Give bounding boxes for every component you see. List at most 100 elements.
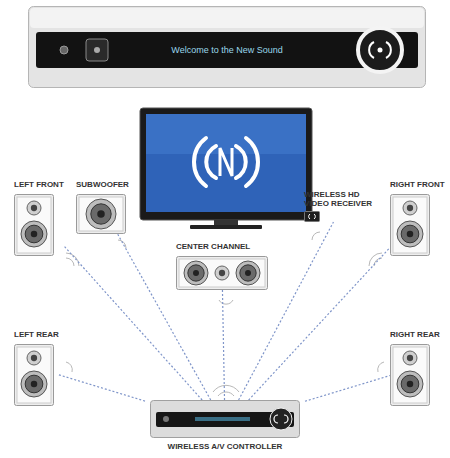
dust-cap xyxy=(407,231,414,238)
wave-arc xyxy=(369,253,382,266)
wave-arc xyxy=(219,300,233,304)
wave-arc xyxy=(213,385,239,392)
node-label: WIRELESS A/V CONTROLLER xyxy=(145,442,305,451)
wireless-link xyxy=(59,375,145,401)
speaker-illustration xyxy=(76,194,126,234)
dust-cap xyxy=(193,270,199,276)
device-top xyxy=(30,8,424,28)
grille xyxy=(17,347,51,403)
power-ring xyxy=(358,28,402,72)
power-ring xyxy=(270,408,292,430)
cabinet xyxy=(177,257,268,290)
wireless-link xyxy=(305,376,390,402)
tv-neck xyxy=(214,220,238,225)
tweeter xyxy=(403,201,417,215)
speaker-illustration xyxy=(14,344,54,406)
tweeter-dome xyxy=(219,270,225,276)
tv-screen xyxy=(146,114,306,212)
grille xyxy=(393,197,427,253)
node-label: LEFT FRONT xyxy=(14,180,64,189)
tv-base xyxy=(190,225,262,229)
button xyxy=(163,416,169,422)
cabinet xyxy=(391,195,430,256)
grille xyxy=(393,347,427,403)
device-body xyxy=(29,7,426,88)
cabinet xyxy=(15,195,54,256)
tweeter-dome xyxy=(31,355,37,361)
woofer-cone xyxy=(25,225,43,243)
speaker-illustration xyxy=(14,194,54,256)
woofer-cone xyxy=(401,375,419,393)
nav-center xyxy=(94,47,100,53)
wave-arc xyxy=(374,258,382,266)
node-label: CENTER CHANNEL xyxy=(176,242,268,251)
woofer xyxy=(21,371,47,397)
woofer xyxy=(236,261,260,285)
display-panel: Welcome to the New Sound xyxy=(28,6,426,88)
speaker-illustration xyxy=(390,344,430,406)
grille xyxy=(17,197,51,253)
logo-arc xyxy=(246,138,258,186)
logo-arc xyxy=(194,138,206,186)
ring-icon xyxy=(274,415,288,423)
woofer xyxy=(397,371,423,397)
tweeter-dome xyxy=(407,205,413,211)
wave-arc xyxy=(66,362,72,372)
wave-marks xyxy=(66,232,384,396)
woofer xyxy=(184,261,208,285)
node-label: LEFT REAR xyxy=(14,330,59,339)
tv-frame xyxy=(140,108,312,220)
grille xyxy=(79,197,123,231)
ring-icon xyxy=(369,42,391,58)
node-label: Welcome to the New Sound xyxy=(28,45,426,55)
speaker-illustration xyxy=(304,211,320,222)
woofer-cone xyxy=(91,204,111,224)
speaker-box: LEFT REAR xyxy=(14,330,59,406)
receiver-box: WIRELESS HD VIDEO RECEIVER xyxy=(304,190,380,222)
node-label: RIGHT FRONT xyxy=(390,180,445,189)
dust-cap xyxy=(407,381,414,388)
dust-cap xyxy=(31,231,38,238)
receiver-body xyxy=(305,212,320,222)
speaker-box: RIGHT FRONT xyxy=(390,180,445,256)
screen-glow xyxy=(146,114,306,154)
speaker-box: CENTER CHANNEL xyxy=(176,242,268,290)
wireless-link xyxy=(222,290,224,400)
woofer xyxy=(86,199,116,229)
speaker-box: LEFT FRONT xyxy=(14,180,64,256)
woofer xyxy=(397,221,423,247)
woofer-cone xyxy=(240,265,256,281)
wave-arc xyxy=(218,392,234,396)
dust-cap xyxy=(97,210,105,218)
tweeter-dome xyxy=(407,355,413,361)
dust-cap xyxy=(31,381,38,388)
tweeter xyxy=(27,201,41,215)
speaker-illustration xyxy=(390,194,430,256)
subwoofer-box: SUBWOOFER xyxy=(76,180,129,234)
button xyxy=(60,46,68,54)
logo-arc xyxy=(206,146,216,178)
woofer xyxy=(21,221,47,247)
wireless-link xyxy=(239,222,334,400)
node-label: RIGHT REAR xyxy=(390,330,440,339)
tweeter xyxy=(27,351,41,365)
speaker-box: RIGHT REAR xyxy=(390,330,440,406)
controller-box: WIRELESS A/V CONTROLLER xyxy=(145,400,305,451)
receiver-icon xyxy=(309,214,316,219)
cabinet xyxy=(391,345,430,406)
logo-letter xyxy=(220,148,232,176)
cabinet xyxy=(15,345,54,406)
speaker-illustration xyxy=(176,256,268,290)
node-label: WIRELESS HD VIDEO RECEIVER xyxy=(304,190,380,208)
woofer-cone xyxy=(25,375,43,393)
woofer-cone xyxy=(401,225,419,243)
nav-pad xyxy=(86,39,108,61)
controller-illustration xyxy=(150,400,300,438)
controller-body xyxy=(151,401,300,438)
dust-cap xyxy=(245,270,251,276)
tweeter xyxy=(215,266,229,280)
wireless-link xyxy=(249,247,390,400)
tweeter xyxy=(403,351,417,365)
tv-logo xyxy=(194,138,258,186)
